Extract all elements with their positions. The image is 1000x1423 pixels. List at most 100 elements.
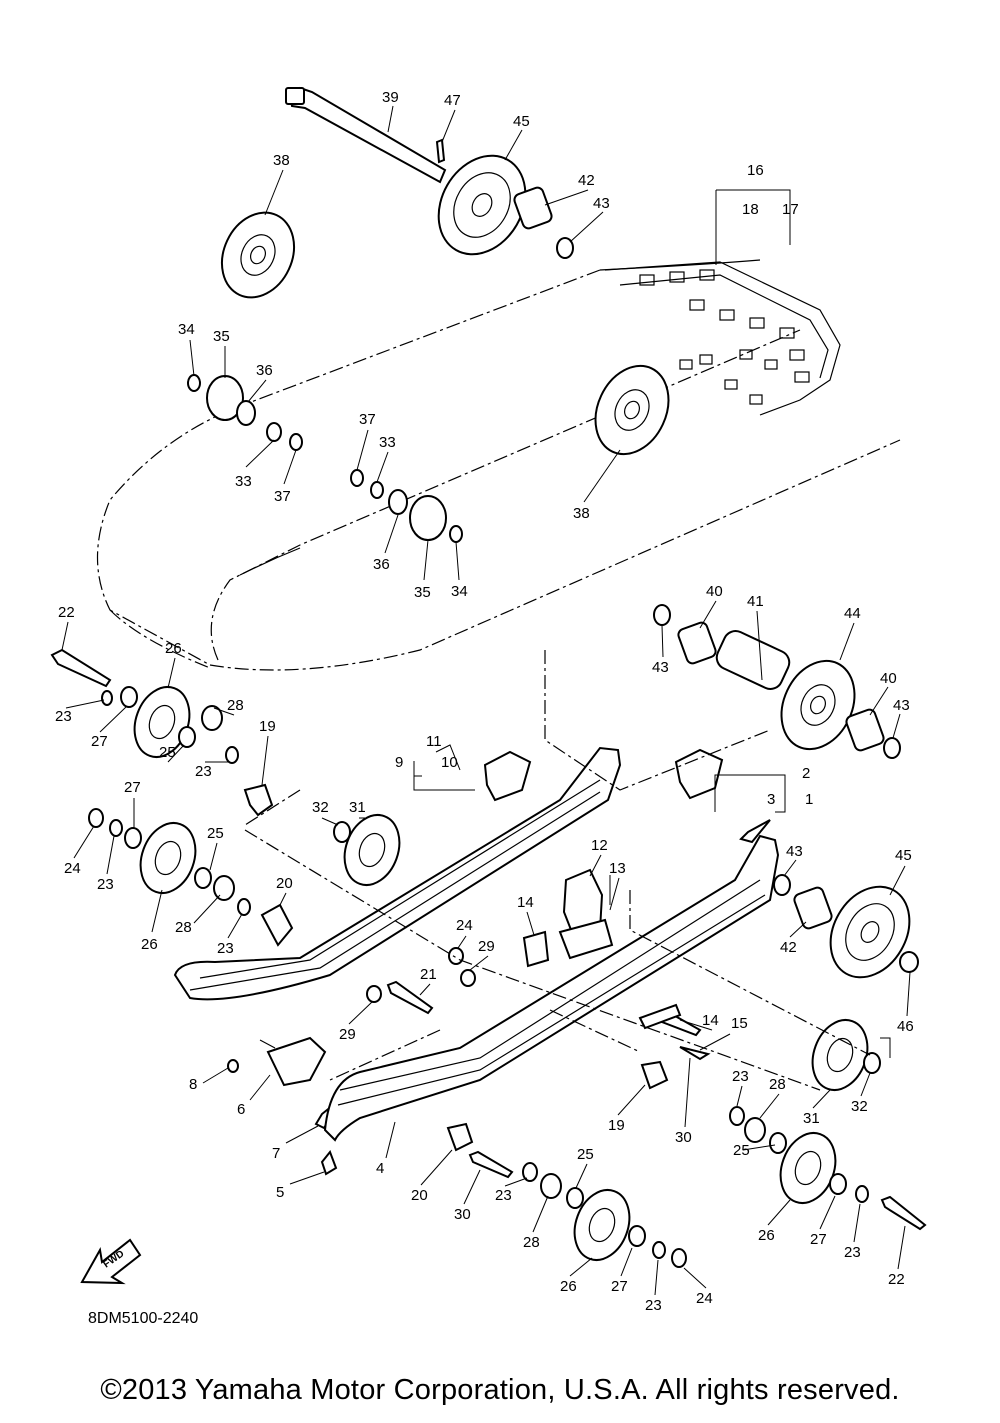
callout-c20b: 20 [411,1187,428,1204]
callout-c27a: 27 [91,733,108,750]
callout-c26a: 26 [165,640,182,657]
callout-c28d: 28 [523,1234,540,1251]
callout-c42b: 42 [780,939,797,956]
leader-lines [61,105,911,1296]
callout-c43d: 43 [786,843,803,860]
callout-c22b: 22 [888,1271,905,1288]
callout-c37b: 37 [359,411,376,428]
callout-c8: 8 [189,1076,197,1093]
callout-c26b: 26 [141,936,158,953]
cotter-pin-47 [435,138,446,164]
slide-rail-left [173,746,622,1001]
callout-c32a: 32 [312,799,329,816]
callout-c4: 4 [376,1160,384,1177]
callout-c35a: 35 [213,328,230,345]
callout-c11: 11 [426,733,442,750]
callout-c30b: 30 [454,1206,471,1223]
callout-c9: 9 [395,754,403,771]
callout-c13: 13 [609,860,626,877]
callout-c12: 12 [591,837,608,854]
copyright-notice: ©2013 Yamaha Motor Corporation, U.S.A. A… [100,1374,900,1406]
callout-c44: 44 [844,605,861,622]
callout-c43a: 43 [593,195,610,212]
callout-c7: 7 [272,1145,280,1162]
wheel-44 [780,659,856,751]
track-cleats [604,261,841,416]
callout-c2: 2 [802,765,810,782]
callout-c23d: 23 [217,940,234,957]
callout-c34b: 34 [451,583,468,600]
callout-c45b: 45 [895,847,912,864]
callout-c35b: 35 [414,584,431,601]
callout-c31a: 31 [349,799,366,816]
alignment-lines [244,650,871,1091]
callout-c18: 18 [742,201,759,218]
callout-c40b: 40 [880,670,897,687]
callout-c23h: 23 [645,1297,662,1314]
callout-c21: 21 [420,966,437,983]
callouts: 39 47 45 38 42 43 16 18 17 34 35 36 33 3… [55,89,914,1314]
brackets [243,748,724,1152]
callout-c26c: 26 [758,1227,775,1244]
callout-c24a: 24 [64,860,81,877]
wheel-45-bottom [829,885,911,979]
callout-c10: 10 [441,754,458,771]
callout-c31b: 31 [803,1110,820,1127]
callout-c38b: 38 [573,505,590,522]
small-parts [88,186,919,1268]
callout-c32b: 32 [851,1098,868,1115]
wheel-38-mid [594,364,670,456]
callout-c25a: 25 [159,744,176,761]
callout-c42a: 42 [578,172,595,189]
group-brackets [259,189,891,1058]
callout-c23f: 23 [495,1187,512,1204]
callout-c6: 6 [237,1101,245,1118]
callout-c19a: 19 [259,718,276,735]
callout-c43b: 43 [652,659,669,676]
callout-c47: 47 [444,92,461,109]
callout-c19b: 19 [608,1117,625,1134]
callout-c22a: 22 [58,604,75,621]
callout-c36a: 36 [256,362,273,379]
callout-c39: 39 [382,89,399,106]
callout-c20a: 20 [276,875,293,892]
wheel-38-top [221,211,295,299]
callout-c26d: 26 [560,1278,577,1295]
callout-c37a: 37 [274,488,291,505]
callout-c34a: 34 [178,321,195,338]
callout-c29a: 29 [478,938,495,955]
callout-c24c: 24 [696,1290,713,1307]
callout-c23e: 23 [732,1068,749,1085]
callout-c23a: 23 [55,708,72,725]
callout-c41: 41 [747,593,764,610]
track-belt [97,259,901,671]
callout-c28c: 28 [769,1076,786,1093]
slide-rail-right [323,834,780,1142]
callout-c29b: 29 [339,1026,356,1043]
callout-c25b: 25 [207,825,224,842]
callout-c14a: 14 [517,894,534,911]
wheel-31-a [343,814,401,886]
callout-c40a: 40 [706,583,723,600]
callout-c33a: 33 [235,473,252,490]
callout-c17: 17 [782,201,799,218]
callout-c23b: 23 [195,763,212,780]
bolts [50,648,927,1231]
callout-c45a: 45 [513,113,530,130]
fwd-arrow-icon: FWD [80,1238,142,1285]
callout-c46: 46 [897,1018,914,1035]
callout-c1: 1 [805,791,813,808]
wheel-26-b [139,822,197,894]
callout-c16: 16 [747,162,764,179]
diagram-code: 8DM5100-2240 [88,1310,199,1327]
wheel-26-c [573,1189,631,1261]
callout-c23g: 23 [844,1244,861,1261]
callout-c25d: 25 [577,1146,594,1163]
callout-c36b: 36 [373,556,390,573]
callout-c14b: 14 [702,1012,719,1029]
rear-axle-shaft [285,86,447,184]
callout-c33b: 33 [379,434,396,451]
callout-c43c: 43 [893,697,910,714]
callout-c27c: 27 [810,1231,827,1248]
